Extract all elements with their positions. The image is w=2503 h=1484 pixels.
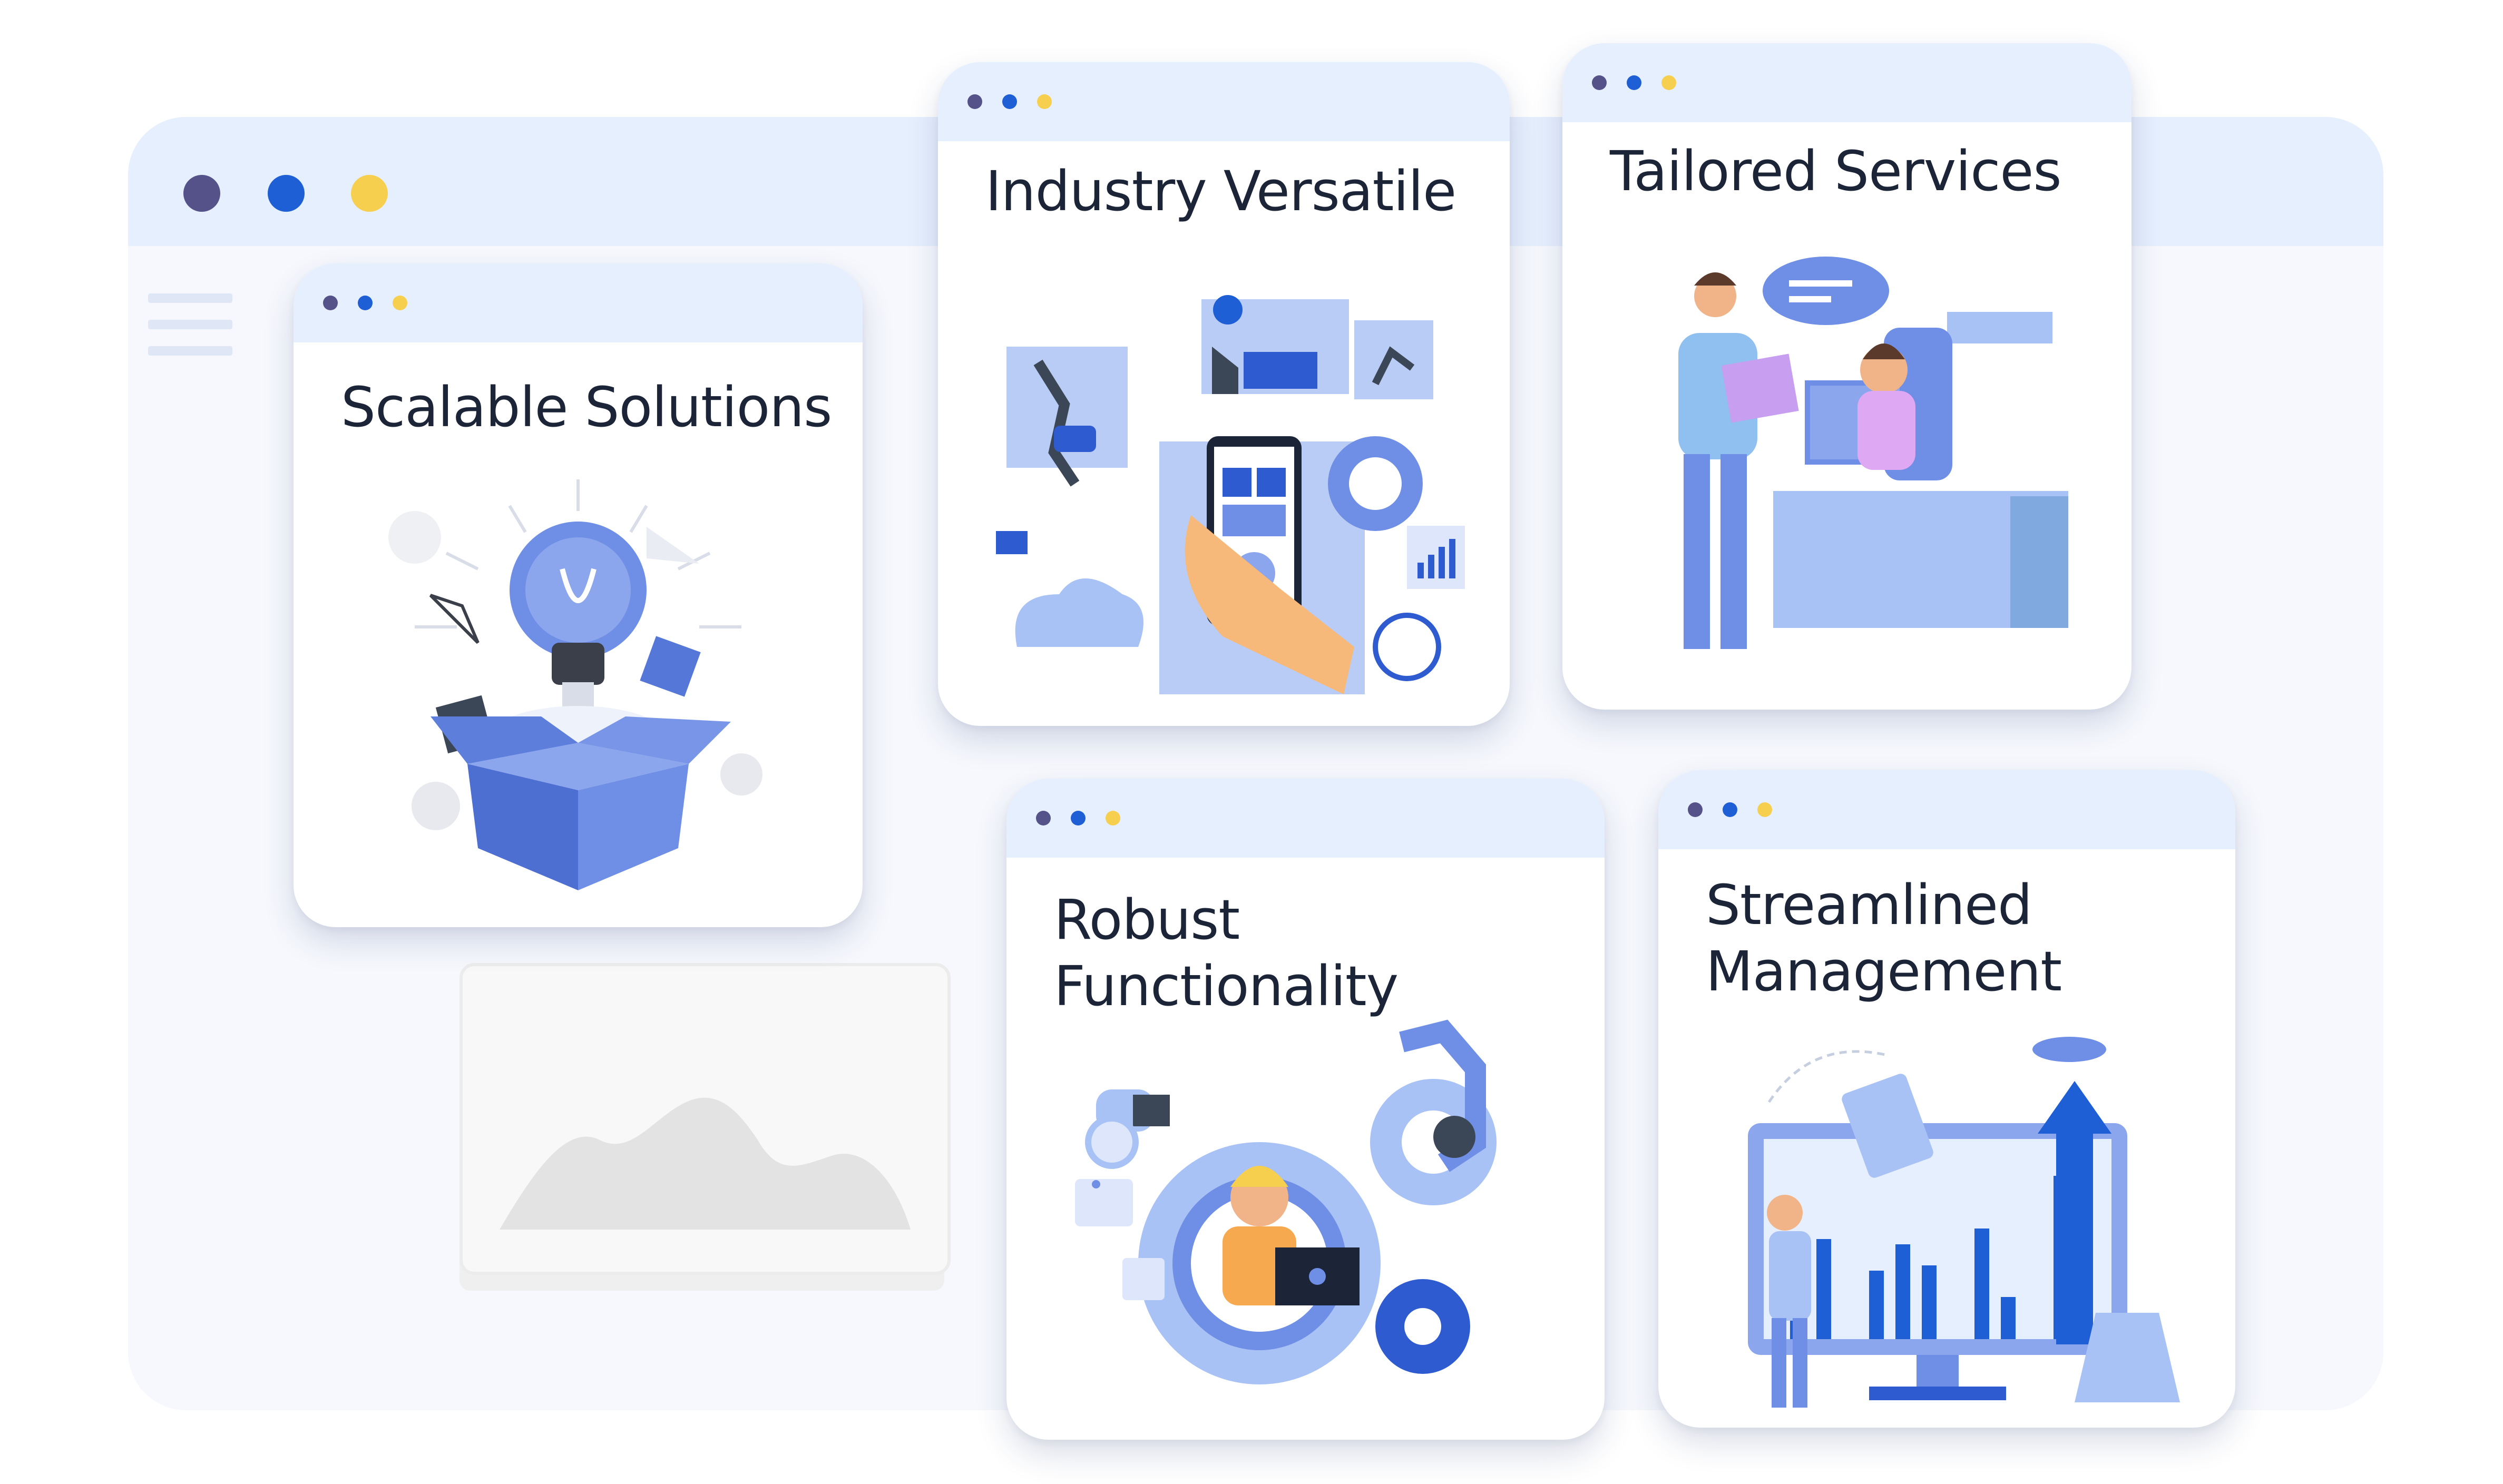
card-title: Streamlined Management [1706,873,2062,1004]
window-dot-purple [1688,802,1703,817]
placeholder-area-chart-icon [500,1097,911,1230]
window-dot-yellow[interactable] [351,175,388,212]
smartphone-dashboard-icon [996,295,1465,694]
card-title: Industry Versatile [985,159,1456,223]
window-dot-purple [1592,75,1607,90]
card-title: Scalable Solutions [341,375,832,439]
card-titlebar [1562,43,2132,122]
hamburger-menu-line [148,320,232,329]
window-dot-purple [1036,811,1051,825]
window-dot-blue [1002,94,1017,109]
card-robust-functionality[interactable]: Robust Functionality [1006,779,1605,1440]
card-title: Tailored Services [1610,139,2062,203]
window-dot-yellow [1106,811,1120,825]
card-titlebar [1006,779,1605,858]
window-dot-yellow [1037,94,1052,109]
window-dot-purple [323,296,338,310]
growth-chart-monitor-icon [1748,1037,2180,1408]
window-dot-purple[interactable] [183,175,220,212]
card-scalable-solutions[interactable]: Scalable Solutions [294,263,863,927]
customer-support-icon [1678,257,2068,649]
hamburger-menu-icon[interactable] [148,293,232,303]
card-title: Robust Functionality [1054,888,1399,1018]
window-dot-blue [1627,75,1641,90]
window-dot-yellow [393,296,407,310]
card-titlebar [294,263,863,342]
window-dot-blue [1071,811,1086,825]
card-streamlined-management[interactable]: Streamlined Management [1658,770,2235,1428]
hamburger-menu-line [148,346,232,356]
window-dot-blue [358,296,373,310]
window-dot-blue[interactable] [268,175,305,212]
card-titlebar [938,62,1510,141]
engineer-gear-icon [1075,1019,1497,1384]
card-titlebar [1658,770,2235,849]
lightbulb-box-icon [388,479,762,890]
card-tailored-services[interactable]: Tailored Services [1562,43,2132,710]
placeholder-chart-card [459,963,951,1275]
window-dot-yellow [1757,802,1772,817]
window-dot-blue [1723,802,1737,817]
window-dot-yellow [1661,75,1676,90]
card-industry-versatile[interactable]: Industry Versatile [938,62,1510,726]
window-dot-purple [967,94,982,109]
